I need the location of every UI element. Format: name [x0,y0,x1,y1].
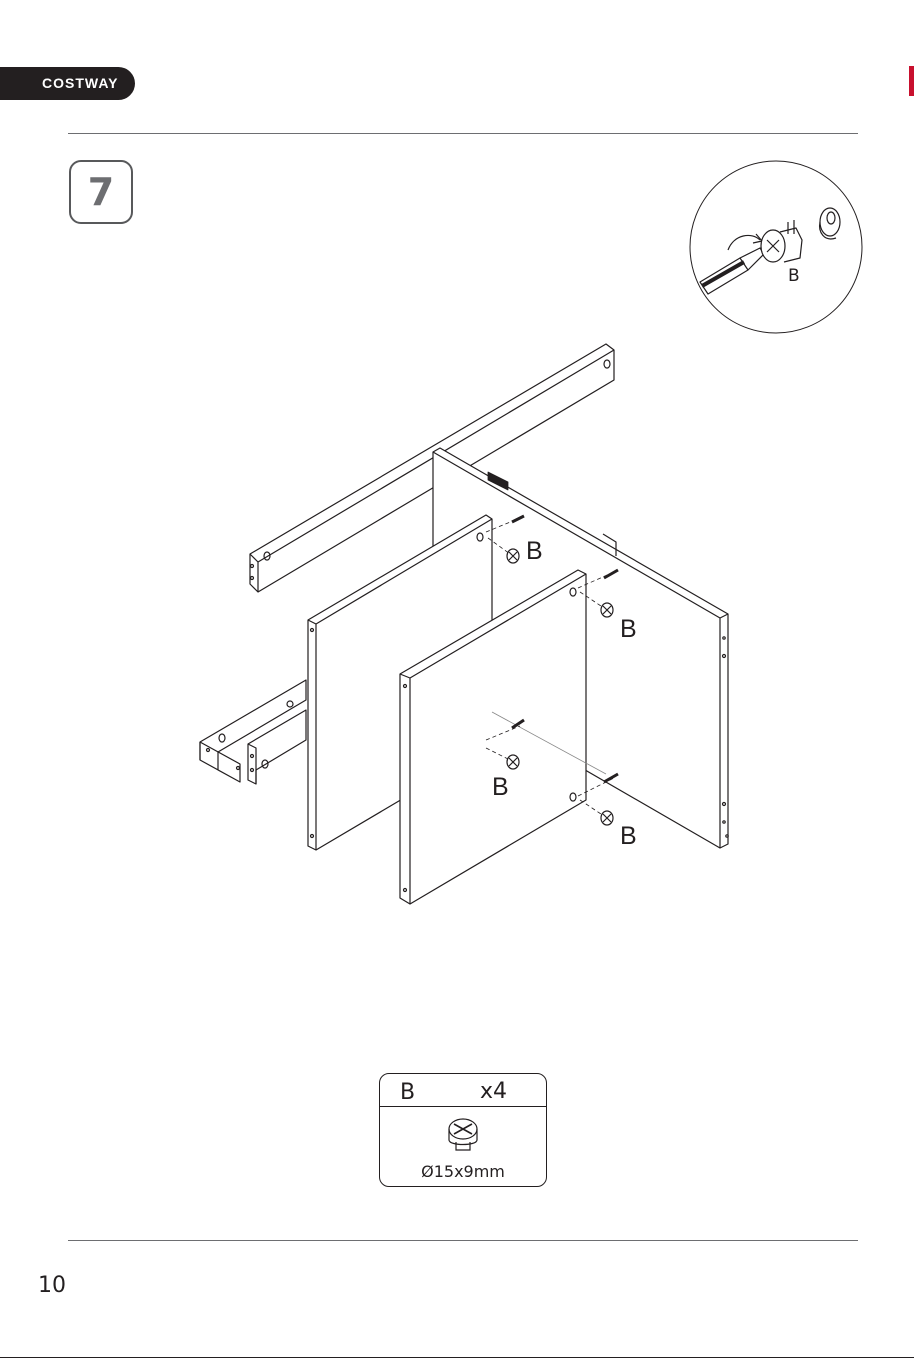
callout-b-1: B [526,539,543,564]
parts-list-box: B x4 Ø15x9mm [379,1073,547,1187]
footer-rule [68,1240,858,1241]
callout-b-2: B [620,617,637,642]
callout-b-4: B [620,824,637,849]
bottom-rail [200,680,306,784]
page-edge-rule [0,1357,914,1358]
part-size: Ø15x9mm [380,1162,546,1181]
part-quantity: x4 [480,1079,507,1104]
detail-magnifier [690,161,862,333]
page-number: 10 [38,1273,66,1298]
part-letter: B [400,1080,415,1105]
parts-divider [380,1106,546,1107]
callout-b-3: B [492,775,509,800]
detail-part-label: B [788,268,800,285]
cam-lock-icon [446,1116,480,1152]
